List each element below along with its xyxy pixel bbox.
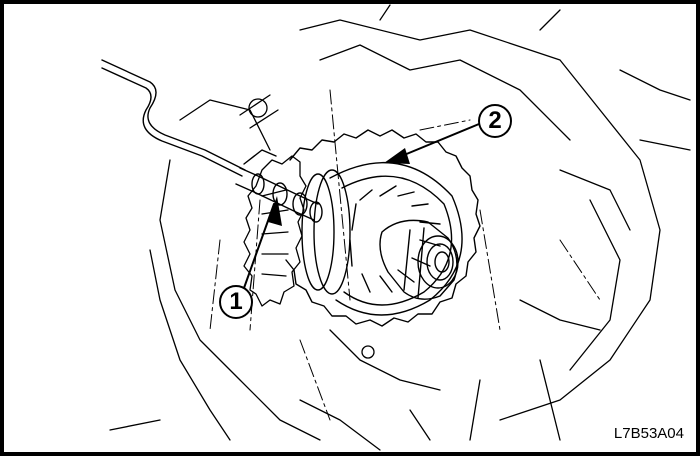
large-gear [285,129,481,327]
hidden-lines [209,89,601,421]
shaft-tool [235,149,323,223]
arrowhead-1-icon [268,196,282,226]
housing-casting [109,4,691,451]
callout-1: 1 [219,285,253,319]
gear-hub-nut [379,219,459,300]
cable [101,59,246,177]
arrowhead-2-icon [384,148,410,164]
figure-code: L7B53A04 [613,425,684,442]
leader-line-1 [243,203,275,289]
callout-2: 2 [478,104,512,138]
